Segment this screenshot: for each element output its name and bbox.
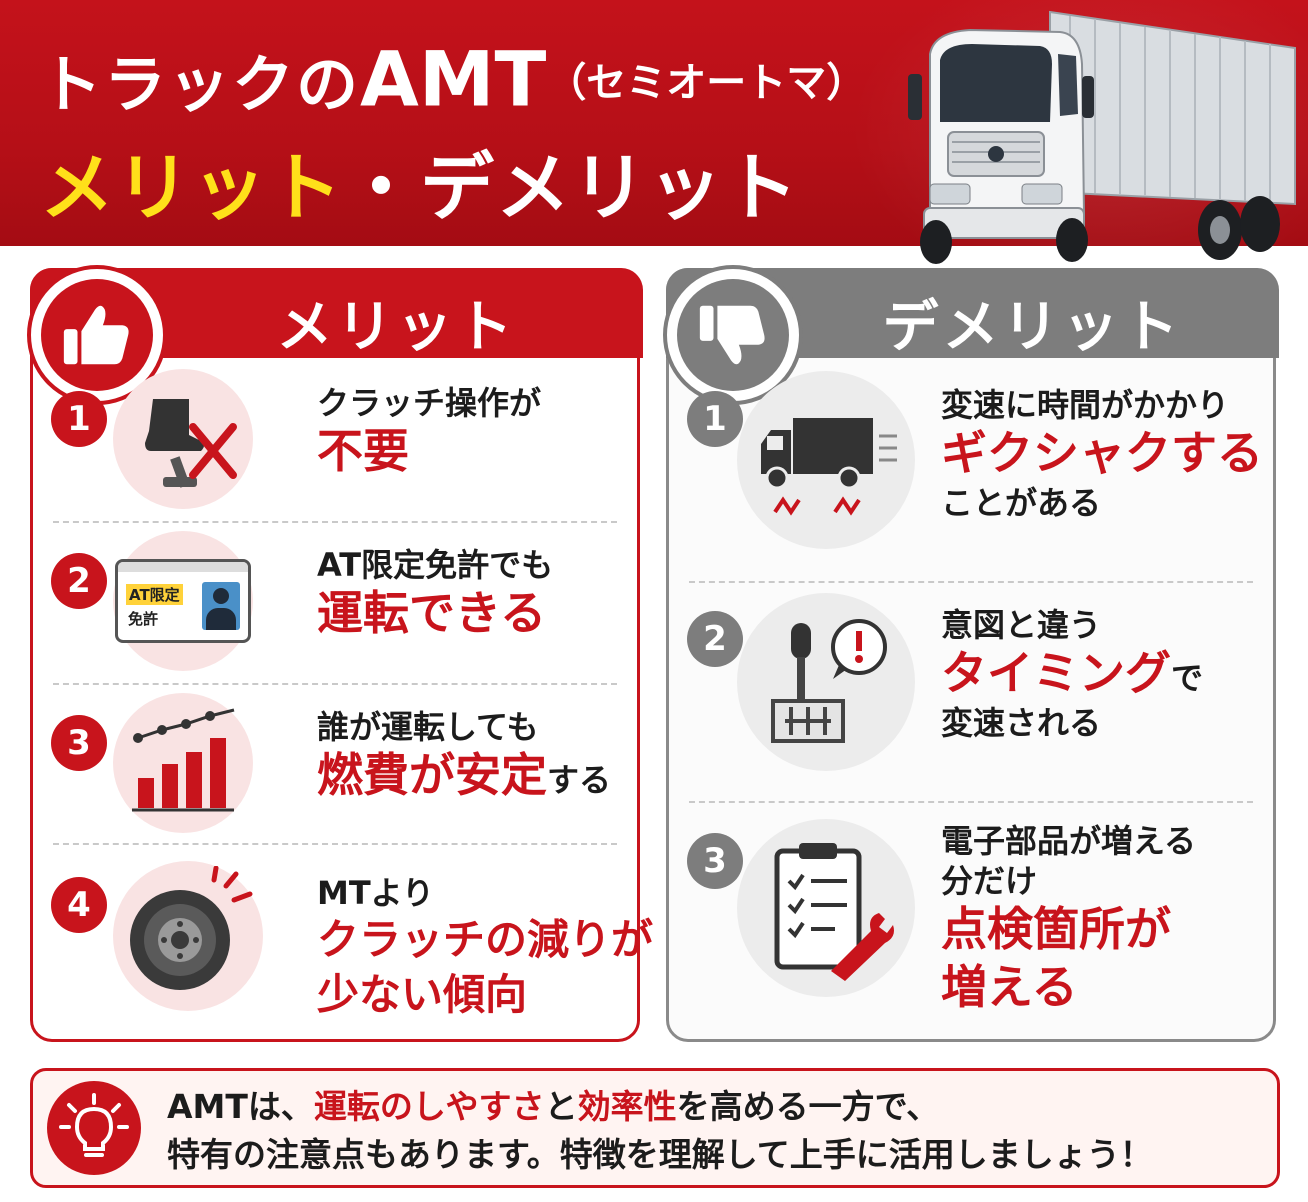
item-number: 2	[51, 553, 107, 609]
card-at-label: AT限定	[126, 584, 183, 605]
divider	[53, 843, 617, 845]
demerit-badge	[663, 265, 803, 405]
gear-lever-alert-icon	[771, 619, 887, 743]
item-highlight: 運転できる	[317, 586, 547, 640]
divider	[53, 683, 617, 685]
item-number: 2	[687, 611, 743, 667]
item-highlight: クラッチの減りが	[317, 915, 654, 964]
icon-wrap	[737, 593, 915, 771]
item-text: 電子部品が増える	[941, 822, 1197, 860]
merit-item-1: 1 クラッチ操作が 不要	[33, 363, 637, 513]
note-seg: と	[544, 1087, 578, 1126]
bar-chart-icon	[132, 708, 235, 812]
item-number: 4	[51, 877, 107, 933]
subtitle-separator: ・	[344, 145, 420, 231]
item-text: 意図と違う	[941, 606, 1102, 644]
light-bulb-icon	[59, 1093, 129, 1157]
item-number: 3	[687, 833, 743, 889]
demerit-panel: デメリット 1 変速に時間がかかり ギクシャクする	[663, 265, 1279, 1042]
subtitle-demerit: デメリット	[420, 145, 800, 231]
divider	[689, 581, 1253, 583]
summary-note: AMTは、運転のしやすさと効率性を高める一方で、 特有の注意点もあります。特徴を…	[30, 1068, 1280, 1188]
item-number: 1	[687, 391, 743, 447]
note-highlight: 効率性	[577, 1087, 677, 1126]
demerit-item-1: 1 変速に時間がかかり ギクシャクする ことがある	[669, 367, 1273, 577]
card-license-label: 免許	[128, 610, 159, 628]
icon-wrap: AT限定 免許	[113, 531, 253, 671]
subtitle-merit: メリット	[40, 145, 344, 231]
demerit-heading: デメリット	[882, 295, 1183, 360]
item-text: 分だけ	[941, 862, 1038, 900]
divider	[53, 521, 617, 523]
title-amt: AMT	[360, 34, 547, 124]
item-highlight: ギクシャクする	[941, 426, 1263, 480]
item-highlight: 少ない傾向	[317, 969, 528, 1019]
item-text: AT限定免許でも	[317, 546, 554, 584]
icon-wrap	[113, 369, 253, 509]
item-highlight: 点検箇所が	[941, 902, 1171, 956]
clutch-disc-icon	[130, 866, 253, 990]
icon-wrap	[113, 693, 253, 833]
item-number: 1	[51, 391, 107, 447]
icon-wrap	[737, 371, 915, 549]
item-number: 3	[51, 715, 107, 771]
page-title: トラックのAMT（セミオートマ）	[40, 34, 866, 124]
demerit-item-3: 3 電子部品が増える 分だけ 点検箇所が 増える	[669, 807, 1273, 1037]
note-seg: AMTは、	[167, 1087, 314, 1126]
note-seg: を高める一方で、	[676, 1087, 940, 1126]
page-subtitle: メリット・デメリット	[40, 128, 800, 235]
item-text: 変速される	[941, 703, 1102, 742]
merit-item-3: 3 誰が運転しても 燃費が安定する	[33, 689, 637, 839]
checklist-wrench-icon	[774, 843, 894, 981]
demerit-item-2: 2 意図と違う タイミングで 変速される	[669, 587, 1273, 797]
merit-item-2: 2 AT限定 免許 AT限定免許でも 運転できる	[33, 527, 637, 677]
item-text-suffix: で	[1171, 659, 1204, 697]
note-text: AMTは、運転のしやすさと効率性を高める一方で、 特有の注意点もあります。特徴を…	[167, 1083, 1153, 1179]
item-text-suffix: する	[547, 761, 612, 799]
license-card-icon: AT限定 免許	[115, 559, 251, 643]
item-text: 誰が運転しても	[317, 708, 539, 746]
item-highlight: 燃費が安定	[317, 748, 547, 802]
thumbs-up-icon	[63, 305, 129, 365]
merit-panel: メリット 1 クラッチ操作が 不要 2	[27, 265, 653, 1042]
item-text: クラッチ操作が	[317, 384, 542, 422]
item-text: ことがある	[941, 483, 1102, 522]
icon-wrap	[113, 861, 263, 1011]
merit-heading: メリット	[276, 295, 517, 360]
item-text: MTより	[317, 874, 435, 912]
clutch-pedal-crossed-icon	[145, 399, 237, 488]
thumbs-down-icon	[699, 305, 765, 365]
merit-item-4: 4 MTより クラッチの減りが 少ない傾向	[33, 849, 653, 1039]
note-line2: 特有の注意点もあります。特徴を理解して上手に活用しましょう！	[167, 1134, 1153, 1174]
item-highlight: 増える	[941, 959, 1078, 1014]
title-part1: トラックの	[40, 48, 361, 121]
note-highlight: 運転のしやすさ	[313, 1087, 545, 1126]
divider	[689, 801, 1253, 803]
note-icon-wrap	[47, 1081, 141, 1175]
truck-illustration	[908, 10, 1296, 264]
item-highlight: タイミング	[941, 646, 1171, 700]
jerky-truck-icon	[761, 418, 897, 516]
item-text: 変速に時間がかかり	[941, 386, 1230, 424]
icon-wrap	[737, 819, 915, 997]
item-highlight: 不要	[317, 424, 409, 478]
title-semiauto: （セミオートマ）	[546, 60, 867, 106]
